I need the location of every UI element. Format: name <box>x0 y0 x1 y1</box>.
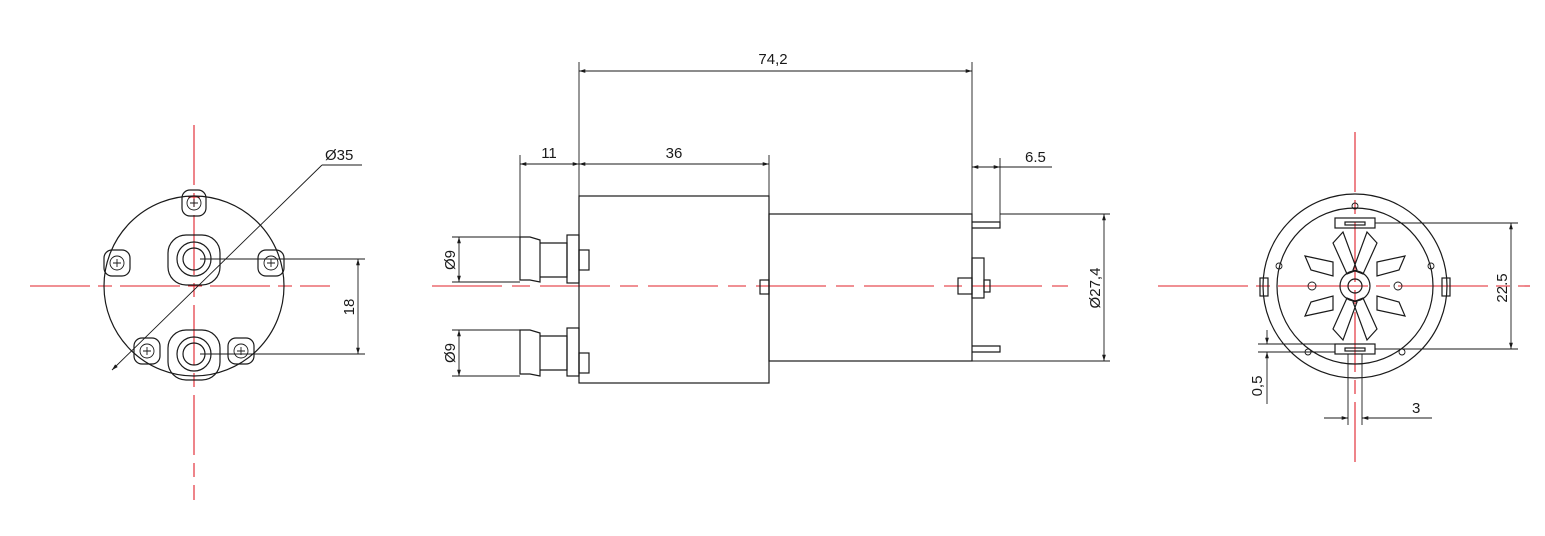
motor-diameter-label: Ø27,4 <box>1087 268 1104 309</box>
lower-port-diameter-label: Ø9 <box>442 343 459 363</box>
front-diameter-label: Ø35 <box>325 147 353 164</box>
dim-port-length: 11 <box>519 145 579 237</box>
rear-centerlines <box>1158 132 1530 466</box>
dim-motor-diameter: Ø27,4 <box>972 213 1110 362</box>
rear-inner-ring <box>1276 207 1434 365</box>
dim-rear-terminal-offset: 0,5 <box>1249 330 1335 404</box>
overall-length-label: 74,2 <box>758 51 787 68</box>
phillips-screw-icon <box>109 195 279 359</box>
motor-body <box>768 213 973 362</box>
rear-view: 22.5 0,5 3 <box>1158 132 1530 466</box>
rear-terminal-offset-label: 0,5 <box>1249 376 1266 397</box>
rear-tabs <box>1259 202 1451 356</box>
dim-port-spacing: 18 <box>200 258 365 355</box>
upper-port-diameter-label: Ø9 <box>442 250 459 270</box>
dim-pump-body-length: 36 <box>579 145 770 214</box>
side-ports <box>519 234 590 377</box>
dim-rear-terminal-spacing: 22.5 <box>1375 222 1518 350</box>
front-centerlines <box>30 125 330 500</box>
dim-upper-port-diameter: Ø9 <box>442 236 520 283</box>
mount-lobes <box>103 189 285 365</box>
dim-shaft-length: 6.5 <box>972 149 1052 222</box>
rear-vent-cutouts <box>1303 230 1407 342</box>
motor-terminals <box>972 221 1001 353</box>
dim-lower-port-diameter: Ø9 <box>442 329 520 377</box>
dim-rear-terminal-width: 3 <box>1324 354 1432 425</box>
motor-shaft <box>957 257 991 299</box>
rear-terminal-spacing-label: 22.5 <box>1494 273 1511 302</box>
pump-body-length-label: 36 <box>666 145 683 162</box>
pump-body <box>578 195 770 384</box>
side-view: 74,2 11 36 6.5 Ø9 <box>432 51 1110 384</box>
port-length-label: 11 <box>541 145 557 162</box>
rear-terminal-width-label: 3 <box>1412 400 1420 417</box>
front-view: 18 Ø35 <box>30 125 365 500</box>
shaft-length-label: 6.5 <box>1025 149 1046 166</box>
rear-outer-ring <box>1262 193 1448 379</box>
front-port-spacing-label: 18 <box>341 299 358 316</box>
dim-overall-length: 74,2 <box>578 51 973 214</box>
dim-front-diameter: Ø35 <box>111 147 362 371</box>
